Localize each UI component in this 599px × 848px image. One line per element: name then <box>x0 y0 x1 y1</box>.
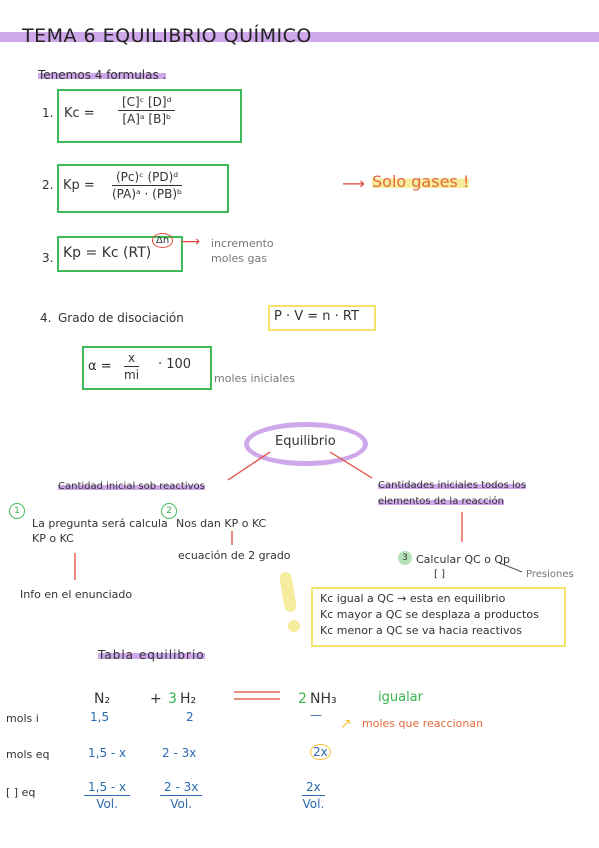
solo-gases-note: Solo gases ! <box>372 172 470 191</box>
formula-3-index: 3. <box>42 251 54 265</box>
coefficient-h2: 3 <box>168 691 177 707</box>
formula-2-fraction: (Pc)ᶜ (PD)ᵈ(PA)ᵃ · (PB)ᵇ <box>112 170 183 201</box>
step2-text: Nos dan KP o KC <box>176 517 267 530</box>
step3-presiones: Presiones <box>526 569 574 580</box>
alpha-multiplier: · 100 <box>158 357 192 372</box>
row-label-moles-eq: mols eq <box>6 748 50 761</box>
formula-3-box <box>57 236 183 272</box>
alpha-lhs: α = <box>88 359 112 374</box>
formula-1-box <box>57 89 242 143</box>
rule-greater: Kc mayor a QC se desplaza a productos <box>320 608 539 621</box>
moles-eq-nh3: 2x <box>310 744 331 760</box>
formula-2-index: 2. <box>42 178 54 192</box>
conc-eq-h2-den: Vol. <box>170 797 193 811</box>
arrow-right-icon: ⟶ <box>180 234 201 250</box>
step3-concentration: [ ] <box>434 569 445 580</box>
formula-3-expression: Kp = Kc (RT) <box>63 245 152 261</box>
conc-eq-n2-den: Vol. <box>96 797 118 811</box>
arrow-step3-sub <box>499 562 523 573</box>
reaccionan-note: moles que reaccionan <box>362 717 484 730</box>
step1-badge: 1 <box>9 503 25 519</box>
page-title: TEMA 6 EQUILIBRIO QUÍMICO <box>22 25 312 47</box>
moles-eq-n2: 1,5 - x <box>88 746 127 760</box>
curved-arrow-icon: ↗ <box>340 716 352 732</box>
formula-2-denominator: (PA)ᵃ · (PB)ᵇ <box>112 187 183 201</box>
formula-3-note-line2: moles gas <box>211 252 267 265</box>
reactant-n2: N₂ <box>94 691 111 707</box>
tabla-title: Tabla equilibrio <box>98 648 205 662</box>
formula-3-note-line1: incremento <box>211 237 274 250</box>
formula-2-box <box>57 164 229 213</box>
arrow-right-icon: ⟶ <box>342 174 365 193</box>
moles-i-n2: 1,5 <box>90 710 110 724</box>
ideal-gas-box <box>268 305 376 331</box>
rules-box <box>311 587 566 647</box>
row-label-conc-eq: [ ] eq <box>6 786 36 799</box>
step2-result: ecuación de 2 grado <box>178 549 291 562</box>
conc-eq-h2-num: 2 - 3x <box>160 780 203 796</box>
formula-1-lhs: Kc = <box>64 106 95 121</box>
formula-1-fraction: [C]ᶜ [D]ᵈ[A]ᵃ [B]ᵇ <box>118 95 176 126</box>
formula-2-numerator: (Pc)ᶜ (PD)ᵈ <box>112 170 183 186</box>
exclamation-dot-icon <box>288 620 300 632</box>
formula-3-exponent: Δn <box>152 233 174 248</box>
step3-badge: 3 <box>398 551 412 565</box>
right-branch-line2: elementos de la reacción <box>378 496 504 507</box>
formula-4-label: Grado de disociación <box>58 311 184 325</box>
formula-1-numerator: [C]ᶜ [D]ᵈ <box>118 95 176 111</box>
equilibrio-center: Equilibrio <box>275 434 336 449</box>
rule-equal: Kc igual a QC → esta en equilibrio <box>320 592 506 605</box>
formula-2-lhs: Kp = <box>63 178 95 193</box>
left-branch-label: Cantidad inicial sob reactivos <box>58 481 205 492</box>
moles-eq-h2: 2 - 3x <box>162 746 197 760</box>
equilibrio-bubble <box>244 422 368 466</box>
alpha-numerator: x <box>124 351 140 367</box>
igualar-note: igualar <box>378 690 423 705</box>
formula-1-denominator: [A]ᵃ [B]ᵇ <box>122 112 172 126</box>
rule-less: Kc menor a QC se va hacia reactivos <box>320 624 523 637</box>
intro-text: Tenemos 4 formulas . <box>38 68 167 82</box>
step2-badge: 2 <box>161 503 177 519</box>
step3-text: Calcular QC o Qp <box>416 553 511 566</box>
moles-i-h2: 2 <box>186 710 194 724</box>
arrow-left-branch <box>227 451 271 481</box>
reaction-plus: + <box>150 691 162 707</box>
reactant-h2: H₂ <box>180 691 197 707</box>
coefficient-nh3: 2 <box>298 691 307 707</box>
formula-1-index: 1. <box>42 106 54 120</box>
step1-text-line2: KP o KC <box>32 532 74 545</box>
step1-result: Info en el enunciado <box>20 588 133 601</box>
title-highlight <box>0 32 599 42</box>
right-branch-line1: Cantidades iniciales todos los <box>378 480 527 491</box>
alpha-denominator: mi <box>124 368 140 382</box>
ideal-gas-law: P · V = n · RT <box>274 309 359 324</box>
conc-eq-nh3-num: 2x <box>302 780 325 796</box>
formula-4-index: 4. <box>40 311 52 325</box>
alpha-box <box>82 346 212 390</box>
row-label-moles-i: mols i <box>6 712 39 725</box>
alpha-note: moles iniciales <box>214 372 295 385</box>
product-nh3: NH₃ <box>310 691 337 707</box>
moles-i-nh3: — <box>310 708 322 722</box>
conc-eq-nh3-den: Vol. <box>302 797 325 811</box>
step1-text-line1: La pregunta será calcula <box>32 517 168 530</box>
arrow-right-branch <box>329 451 373 479</box>
conc-eq-n2-num: 1,5 - x <box>84 780 131 796</box>
